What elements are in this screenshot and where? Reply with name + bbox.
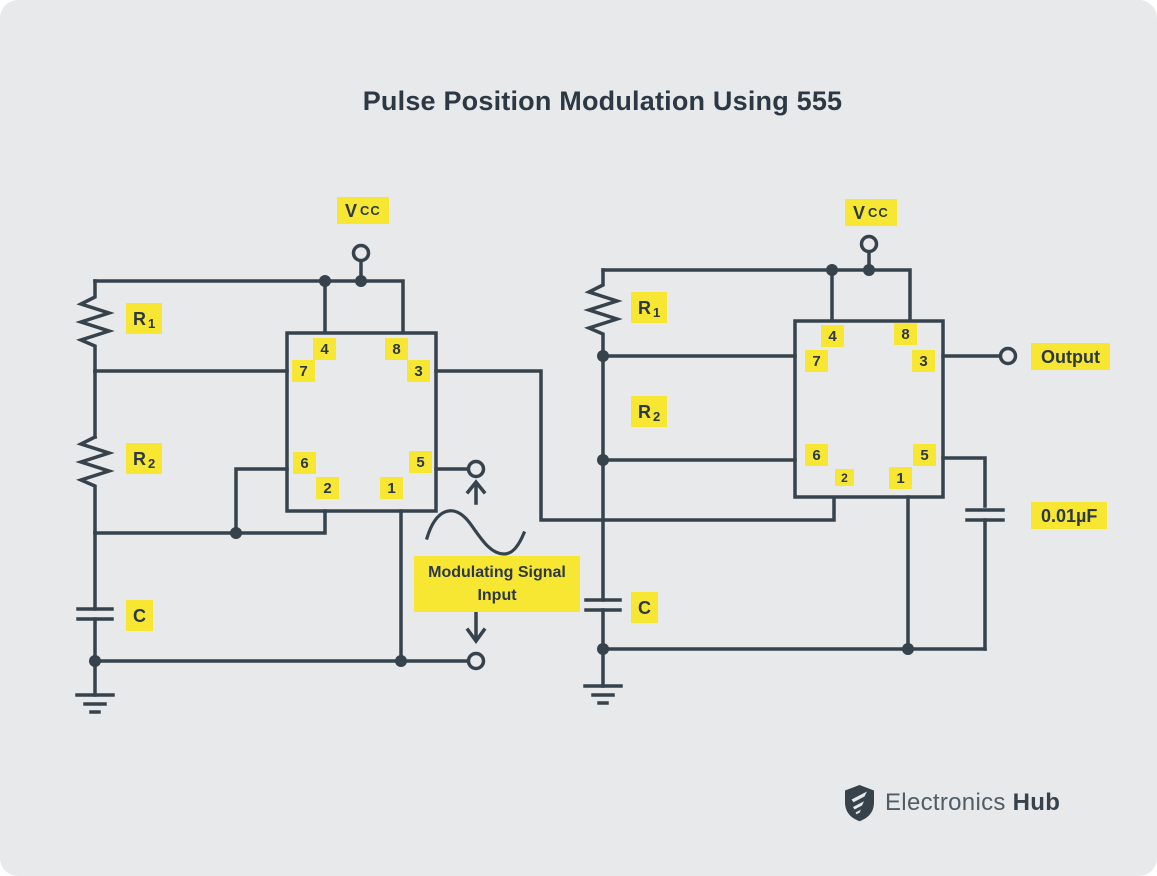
r1-main: R <box>638 297 651 318</box>
left-pin-2: 2 <box>316 477 339 499</box>
left-pin-7: 7 <box>292 360 315 382</box>
right-pin-2: 2 <box>835 469 854 486</box>
left-pin-3: 3 <box>407 360 430 382</box>
right-pin-8: 8 <box>894 323 917 345</box>
left-vcc-terminal <box>351 243 371 263</box>
c-main: C <box>133 605 146 626</box>
r2-main: R <box>133 448 146 469</box>
vcc-sub: CC <box>360 203 381 218</box>
output-terminal <box>998 346 1018 366</box>
vcc-label-right: V CC <box>845 199 897 226</box>
right-pin-5: 5 <box>913 444 936 466</box>
ic-555-right-body <box>793 319 945 499</box>
r1-label-right: R 1 <box>631 292 668 323</box>
left-pin6-wire <box>234 467 289 535</box>
right-top-rail <box>601 268 912 323</box>
modulating-signal-line2: Input <box>477 587 517 605</box>
left-pin2-wire <box>93 509 327 535</box>
left-junction-dots <box>89 275 407 667</box>
r2-sub: 2 <box>148 456 156 471</box>
c-label-right: C <box>631 592 658 623</box>
r1-main: R <box>133 308 146 329</box>
right-pin-1: 1 <box>889 467 912 489</box>
right-pin-4: 4 <box>821 325 844 347</box>
left-pin-4: 4 <box>313 338 336 360</box>
shield-icon <box>845 785 874 822</box>
r2-label-right: R 2 <box>631 396 668 427</box>
arrow-down-icon <box>465 611 487 644</box>
left-pin-8: 8 <box>385 338 408 360</box>
brand-name-regular: Electronics <box>885 789 1006 816</box>
left-pin-6: 6 <box>293 452 316 474</box>
vcc-sub: CC <box>868 205 889 220</box>
arrow-up-icon <box>465 479 487 505</box>
c-label-left: C <box>126 600 153 631</box>
left-555-circuit <box>75 243 836 714</box>
brand-name-bold: Hub <box>1012 789 1061 816</box>
sine-wave-icon <box>425 509 527 556</box>
input-terminal-top <box>466 459 486 479</box>
resistor-r1-left <box>75 279 115 373</box>
vcc-label-left: V CC <box>337 197 389 224</box>
right-pin-6: 6 <box>805 444 828 466</box>
resistor-r2-left <box>75 434 115 535</box>
right-pin5-wire <box>941 456 987 508</box>
right-junction-dots <box>597 264 914 655</box>
right-pin-7: 7 <box>805 350 828 372</box>
cap-value-label: 0.01µF <box>1031 502 1108 529</box>
right-vcc-terminal <box>859 234 879 254</box>
r1-sub: 1 <box>653 305 661 320</box>
modulating-signal-label: Modulating Signal Input <box>414 556 580 613</box>
r2-sub: 2 <box>653 409 661 424</box>
output-label: Output <box>1031 343 1110 370</box>
r2-label-left: R 2 <box>126 443 163 474</box>
left-pin3-to-right-pin2-wire <box>434 369 836 522</box>
left-pin-5: 5 <box>409 451 432 473</box>
ground-left <box>75 693 115 714</box>
page-title: Pulse Position Modulation Using 555 <box>362 86 843 116</box>
brand-name: Electronics Hub <box>885 789 1060 817</box>
r2-main: R <box>638 401 651 422</box>
vcc-main: V <box>853 202 867 223</box>
c-main: C <box>638 597 651 618</box>
resistor-r1-right <box>583 268 623 358</box>
ground-right <box>583 684 623 705</box>
r1-label-left: R 1 <box>126 303 163 334</box>
modulating-signal-line1: Modulating Signal <box>428 564 566 581</box>
vcc-main: V <box>345 200 359 221</box>
right-pin-3: 3 <box>912 350 935 372</box>
r1-sub: 1 <box>148 316 156 331</box>
input-terminal-bottom <box>466 651 486 671</box>
left-pin-1: 1 <box>380 477 403 499</box>
electronics-hub-logo: Electronics Hub <box>843 784 1060 822</box>
left-top-rail <box>93 279 405 335</box>
